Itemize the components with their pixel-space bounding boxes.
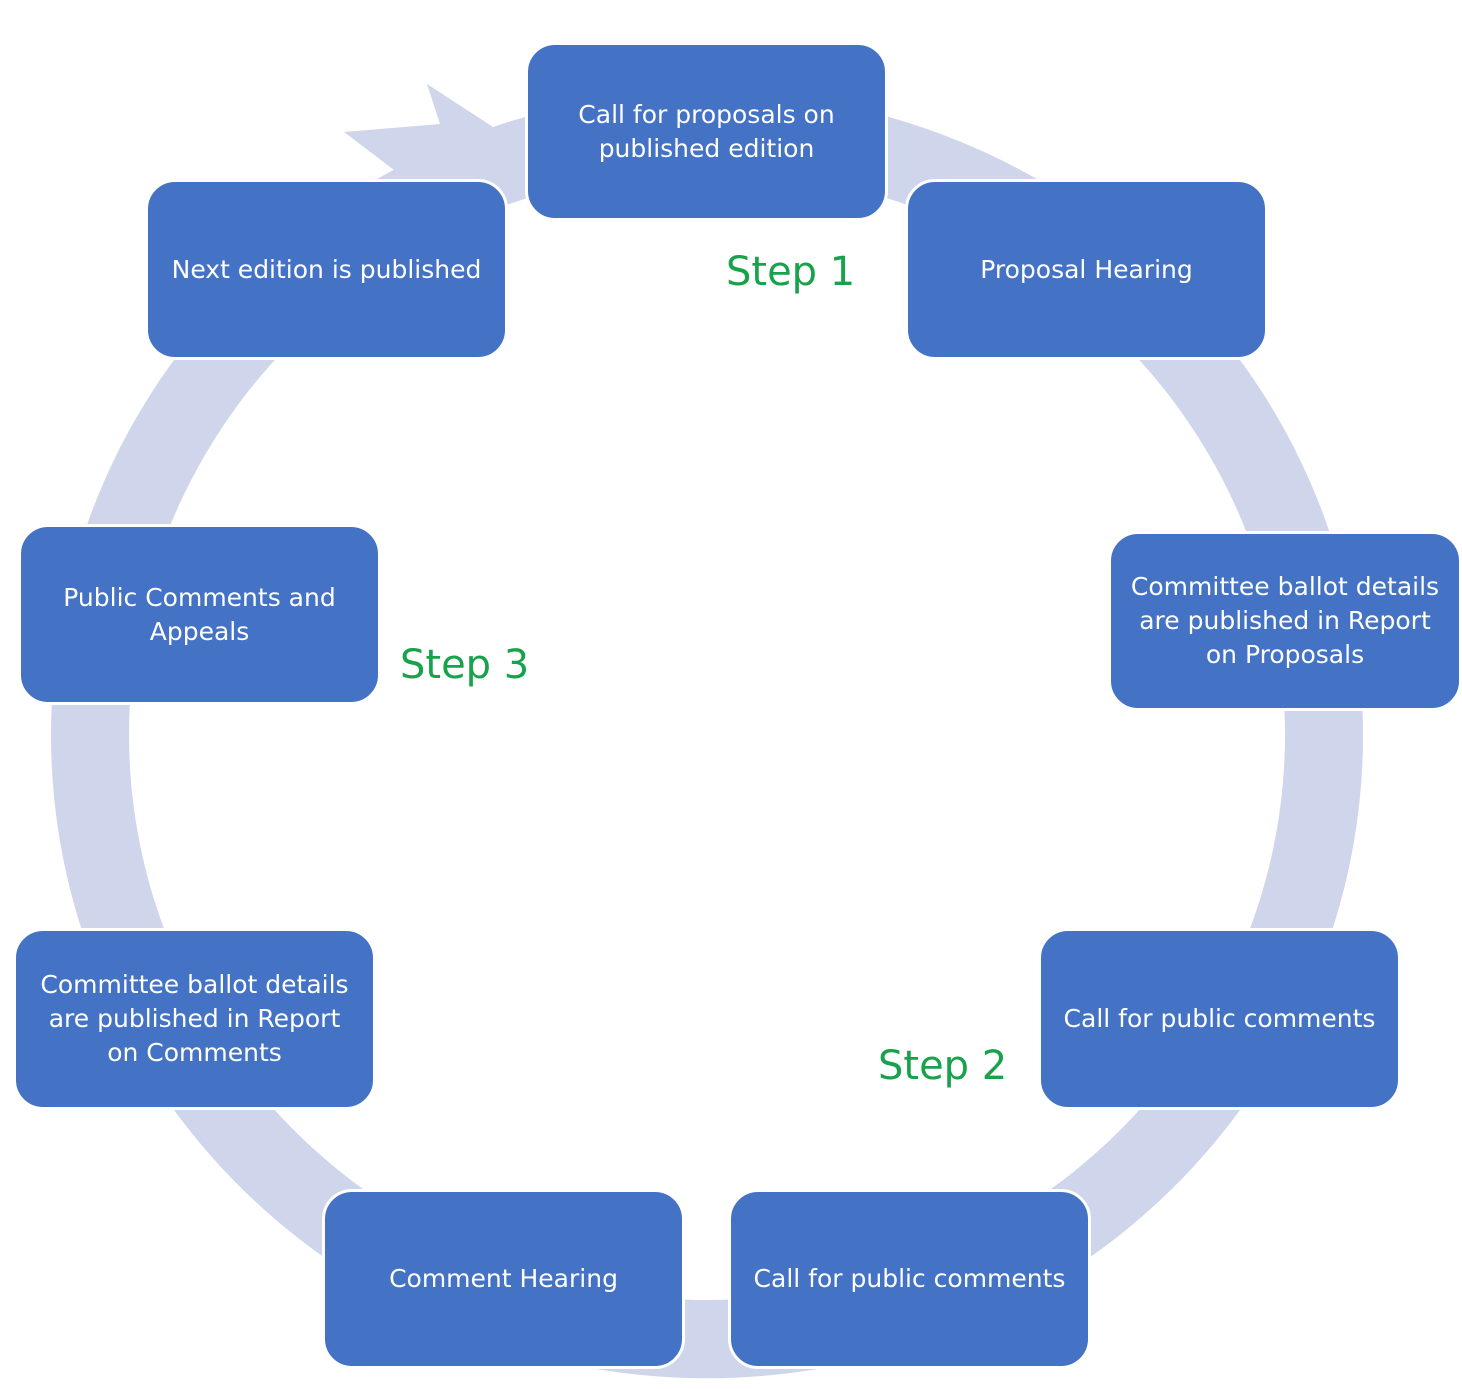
- node-call-for-public-comments-1: Call for public comments: [1038, 928, 1401, 1110]
- node-call-for-public-comments-2: Call for public comments: [728, 1189, 1091, 1369]
- node-comment-hearing: Comment Hearing: [322, 1189, 685, 1369]
- node-call-for-proposals: Call for proposals on published edition: [525, 42, 888, 221]
- node-label: Call for public comments: [1063, 1004, 1376, 1033]
- node-public-comments-appeals: Public Comments and Appeals: [18, 524, 381, 705]
- node-label: Comment Hearing: [389, 1264, 618, 1293]
- node-ballot-report-on-comments: Committee ballot details are published i…: [13, 928, 376, 1110]
- node-label: Public Comments and Appeals: [63, 582, 336, 646]
- node-label: Committee ballot details are published i…: [1130, 572, 1440, 669]
- step-1-label: Step 1: [726, 249, 856, 295]
- step-3-label: Step 3: [400, 642, 530, 688]
- step-2-label: Step 2: [878, 1043, 1008, 1089]
- node-ballot-report-on-proposals: Committee ballot details are published i…: [1108, 531, 1462, 711]
- node-label: Next edition is published: [171, 254, 482, 284]
- node-label: Call for proposals on published edition: [578, 99, 835, 163]
- node-label: Committee ballot details are published i…: [40, 970, 349, 1067]
- ring-gap: [538, 0, 688, 35]
- node-next-edition-published: Next edition is published: [145, 179, 508, 360]
- node-label: Call for public comments: [753, 1264, 1066, 1293]
- node-proposal-hearing: Proposal Hearing: [905, 179, 1268, 360]
- cycle-arrowhead: [344, 84, 513, 186]
- node-label: Proposal Hearing: [980, 254, 1193, 284]
